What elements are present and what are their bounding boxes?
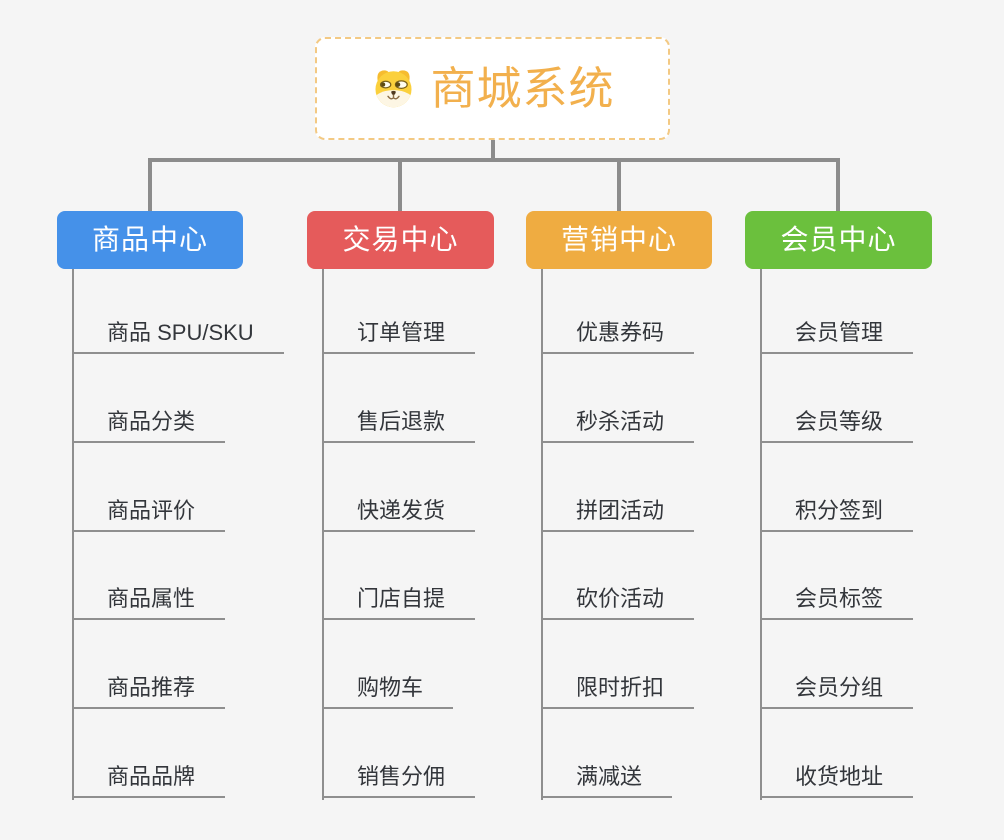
root-stem-line — [491, 140, 495, 160]
root-node[interactable]: 商城系统 — [315, 37, 670, 140]
branch-drop-line — [617, 158, 621, 211]
leaf-node[interactable]: 收货地址 — [760, 766, 914, 798]
leaf-node[interactable]: 积分签到 — [760, 500, 914, 532]
branch-drop-line — [148, 158, 152, 211]
dog-icon — [375, 70, 413, 108]
leaf-node[interactable]: 会员管理 — [760, 322, 914, 354]
leaf-node[interactable]: 门店自提 — [322, 588, 476, 620]
leaf-node[interactable]: 商品品牌 — [72, 766, 226, 798]
leaf-node[interactable]: 商品 SPU/SKU — [72, 322, 284, 354]
leaf-node[interactable]: 会员等级 — [760, 411, 914, 443]
leaf-node[interactable]: 砍价活动 — [541, 588, 695, 620]
branch-drop-line — [836, 158, 840, 211]
branch-node-trade-center[interactable]: 交易中心 — [307, 211, 494, 269]
branch-drop-line — [398, 158, 402, 211]
branch-node-member-center[interactable]: 会员中心 — [745, 211, 932, 269]
leaf-node[interactable]: 限时折扣 — [541, 677, 695, 709]
leaf-node[interactable]: 售后退款 — [322, 411, 476, 443]
connector-line — [72, 269, 74, 800]
leaf-node[interactable]: 商品分类 — [72, 411, 226, 443]
branch-children-member-center: 会员管理 会员等级 积分签到 会员标签 会员分组 收货地址 — [745, 269, 1004, 809]
leaf-node[interactable]: 快递发货 — [322, 500, 476, 532]
branch-node-marketing-center[interactable]: 营销中心 — [526, 211, 712, 269]
leaf-node[interactable]: 购物车 — [322, 677, 454, 709]
branch-bus-line — [148, 158, 840, 162]
leaf-node[interactable]: 拼团活动 — [541, 500, 695, 532]
branch-node-product-center[interactable]: 商品中心 — [57, 211, 243, 269]
leaf-node[interactable]: 商品推荐 — [72, 677, 226, 709]
leaf-node[interactable]: 商品评价 — [72, 500, 226, 532]
leaf-node[interactable]: 销售分佣 — [322, 766, 476, 798]
leaf-node[interactable]: 满减送 — [541, 766, 673, 798]
branch-children-trade-center: 订单管理 售后退款 快递发货 门店自提 购物车 销售分佣 — [307, 269, 577, 809]
leaf-node[interactable]: 优惠券码 — [541, 322, 695, 354]
connector-line — [541, 269, 543, 800]
connector-line — [760, 269, 762, 800]
leaf-node[interactable]: 会员分组 — [760, 677, 914, 709]
root-title: 商城系统 — [430, 63, 615, 114]
leaf-node[interactable]: 秒杀活动 — [541, 411, 695, 443]
leaf-node[interactable]: 商品属性 — [72, 588, 226, 620]
branch-children-product-center: 商品 SPU/SKU 商品分类 商品评价 商品属性 商品推荐 商品品牌 — [57, 269, 327, 809]
connector-line — [322, 269, 324, 800]
leaf-node[interactable]: 会员标签 — [760, 588, 914, 620]
leaf-node[interactable]: 订单管理 — [322, 322, 476, 354]
branch-children-marketing-center: 优惠券码 秒杀活动 拼团活动 砍价活动 限时折扣 满减送 — [526, 269, 796, 809]
